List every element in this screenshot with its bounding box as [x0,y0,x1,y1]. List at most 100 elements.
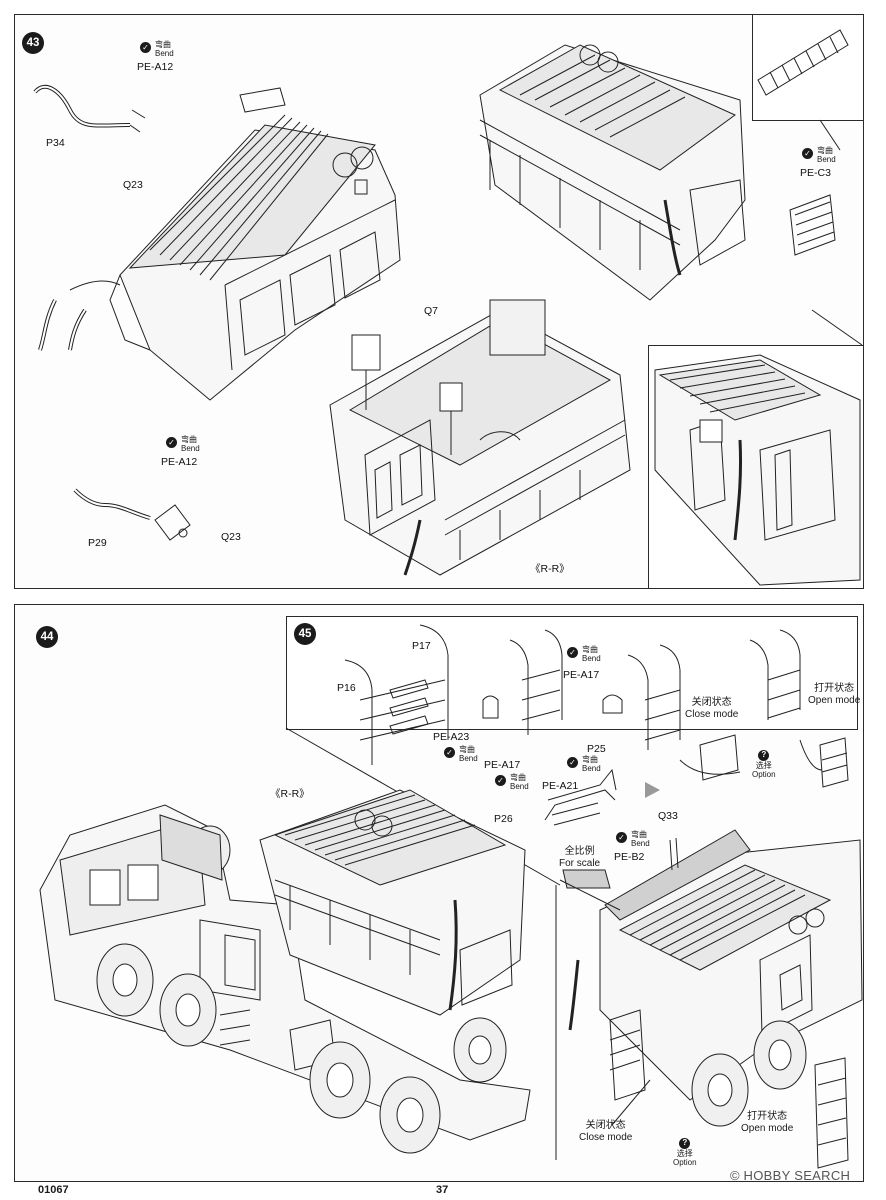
part-label-pe-c3: PE-C3 [800,167,831,179]
watermark-mark: © [730,1168,740,1183]
question-circle-icon: ? [758,750,770,761]
step-43-badge: 43 [22,32,44,54]
part-label-pe-a17-low: PE-A17 [484,759,521,771]
ladder-open-mode [749,629,849,788]
open-mode-note-top: 打开状态 Open mode [808,683,860,706]
close-mode-note-top: 关闭状态 Close mode [685,697,738,720]
pe-c3-panel [789,194,836,256]
pe-grid-top [757,29,849,96]
mesh-for-scale [562,869,611,889]
option-cn: 选择 [755,761,772,770]
part-label-pe-a12-mid: PE-A12 [161,456,198,468]
step-43-line-art [33,29,863,586]
bend-cn: 弯曲 [459,745,475,754]
watermark: © HOBBY SEARCH [730,1168,850,1183]
bend-note-pe-a12-mid: ✓ 弯曲 Bend [166,435,200,453]
open-mode-cn: 打开状态 [747,1111,788,1122]
option-en: Option [673,1157,697,1167]
part-label-q23-top: Q23 [123,179,143,191]
view-label-rr-top: 《R-R》 [530,563,570,575]
check-circle-icon: ✓ [616,832,627,843]
part-label-q33: Q33 [658,810,678,822]
bend-note-pe-c3: ✓ 弯曲 Bend [802,146,836,164]
part-label-q7: Q7 [424,305,439,317]
option-en: Option [752,769,776,779]
part-label-p34: P34 [46,137,65,149]
open-mode-en: Open mode [808,694,861,706]
bend-en: Bend [817,155,836,165]
check-circle-icon: ✓ [567,647,578,658]
bend-note-pe-b2: ✓ 弯曲 Bend [616,830,650,848]
step-44-badge: 44 [36,626,58,648]
scale-cn: 全比例 [564,846,595,857]
bend-note-a17-top: ✓ 弯曲 Bend [567,645,601,663]
part-label-p25: P25 [587,743,606,755]
close-mode-note-bottom: 关闭状态 Close mode [579,1120,632,1143]
bend-cn: 弯曲 [582,755,598,764]
part-label-pe-a23: PE-A23 [433,731,470,743]
option-note-top: ? 选择 Option [752,750,776,780]
part-label-pe-a17-top: PE-A17 [563,669,600,681]
bend-cn: 弯曲 [817,146,833,155]
bend-en: Bend [582,764,601,774]
open-mode-cn: 打开状态 [814,683,855,694]
bend-cn: 弯曲 [631,830,647,839]
bend-en: Bend [510,782,529,792]
close-mode-cn: 关闭状态 [585,1120,626,1131]
step-45-badge: 45 [294,623,316,645]
rescue-body-center [329,299,631,576]
scale-en: For scale [559,857,601,869]
ladder-close-mode [627,644,741,781]
truck-right-view [568,829,863,1169]
option-note-bottom: ? 选择 Option [673,1138,697,1168]
close-mode-cn: 关闭状态 [691,697,732,708]
bend-note-a17-low: ✓ 弯曲 Bend [495,773,529,791]
ladder-p16-p17 [344,624,449,765]
detail-close-up [654,354,861,586]
question-circle-icon: ? [679,1138,691,1149]
bend-note-pe-a12-top: ✓ 弯曲 Bend [140,40,174,58]
view-label-rr-bottom: 《R-R》 [270,788,310,800]
part-label-p29: P29 [88,537,107,549]
bend-cn: 弯曲 [582,645,598,654]
step-43-inset-top [752,14,864,121]
part-label-pe-a21: PE-A21 [542,780,579,792]
bend-cn: 弯曲 [155,40,171,49]
ladder-a17 [509,629,563,735]
option-cn: 选择 [676,1149,693,1158]
scale-note: 全比例 For scale [559,846,600,869]
bend-en: Bend [459,754,478,764]
rescue-body-right-top [479,44,746,301]
part-label-p26: P26 [494,813,513,825]
bend-cn: 弯曲 [181,435,197,444]
bend-en: Bend [181,444,200,454]
part-label-q23-bottom: Q23 [221,531,241,543]
page-number: 37 [436,1184,449,1196]
bend-en: Bend [155,49,174,59]
kit-number: 01067 [38,1184,69,1196]
check-circle-icon: ✓ [166,437,177,448]
step-45-panel [286,616,858,730]
open-mode-en: Open mode [741,1122,794,1134]
check-circle-icon: ✓ [802,148,813,159]
part-label-pe-b2: PE-B2 [614,851,645,863]
part-label-pe-a12-top: PE-A12 [137,61,174,73]
bend-en: Bend [631,839,650,849]
open-mode-note-bottom: 打开状态 Open mode [741,1111,793,1134]
rescue-body-left [109,87,401,401]
bend-note-a23: ✓ 弯曲 Bend [444,745,478,763]
step-p25-p26 [544,768,617,826]
check-circle-icon: ✓ [444,747,455,758]
wheels [96,825,507,1154]
check-circle-icon: ✓ [140,42,151,53]
bend-en: Bend [582,654,601,664]
bend-cn: 弯曲 [510,773,526,782]
part-label-p17: P17 [412,640,431,652]
bend-note-p25: ✓ 弯曲 Bend [567,755,601,773]
check-circle-icon: ✓ [495,775,506,786]
watermark-text: HOBBY SEARCH [743,1168,851,1183]
close-mode-en: Close mode [579,1131,633,1143]
truck-hemtt [39,789,531,1154]
close-mode-en: Close mode [685,708,739,720]
